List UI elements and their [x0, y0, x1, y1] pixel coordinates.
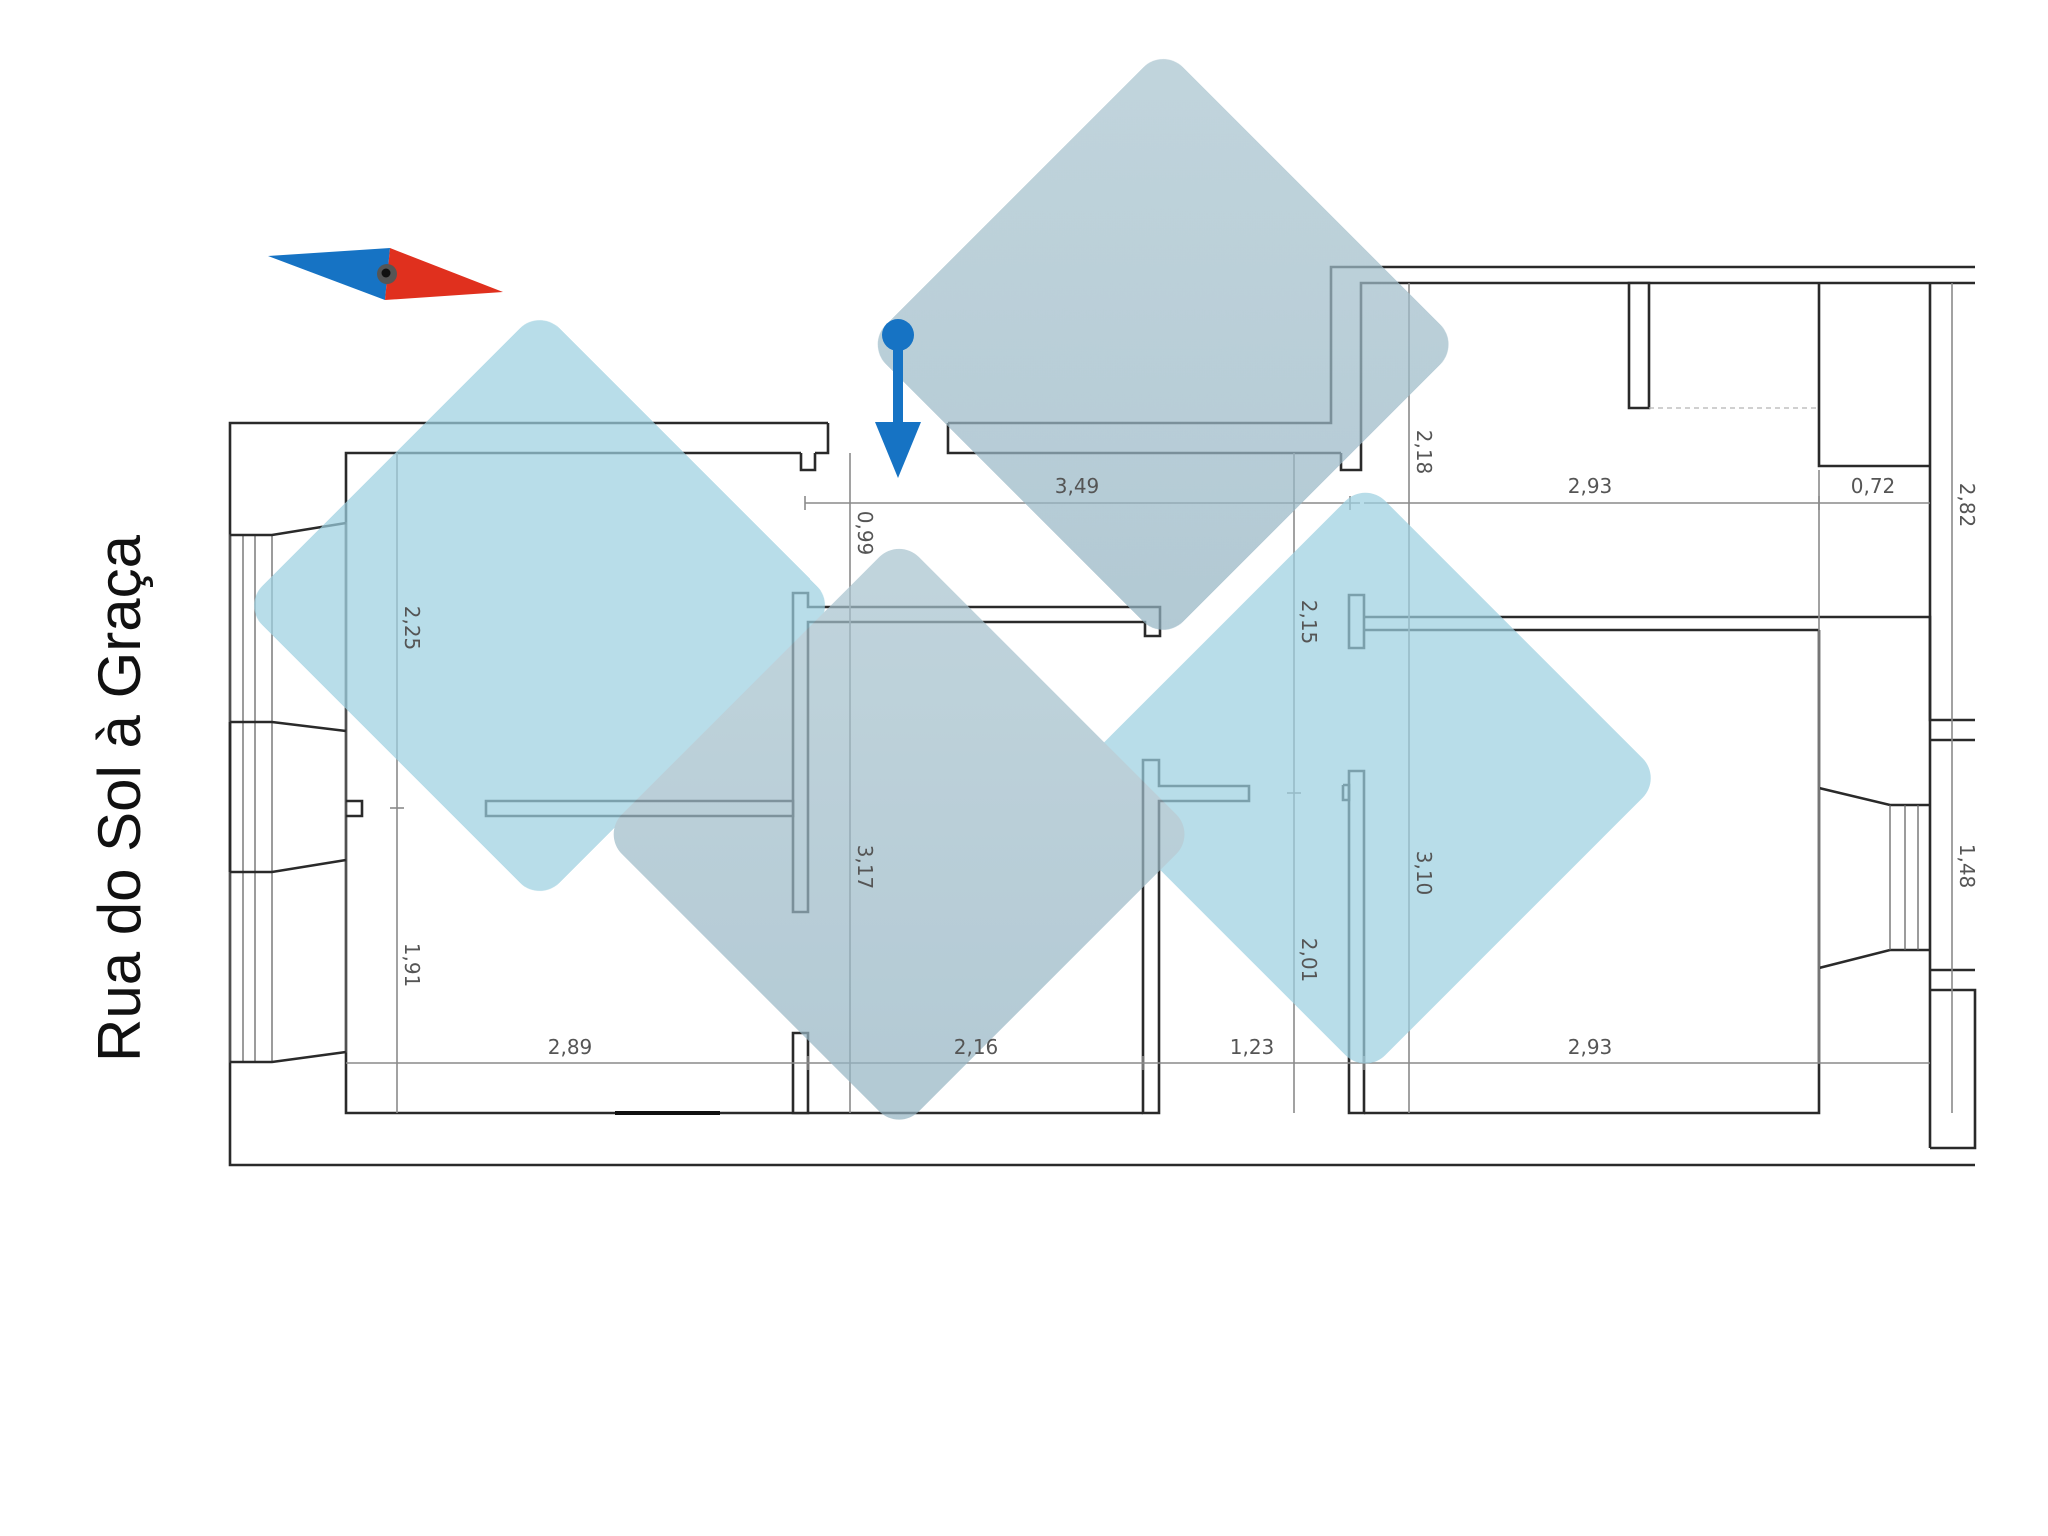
- dim-left-lower-height: 1,91: [400, 943, 424, 988]
- dim-right-room-height: 3,10: [1412, 851, 1436, 896]
- compass-needle-icon: [268, 248, 503, 300]
- dim-right-edge-bottom: 1,48: [1955, 844, 1979, 889]
- windows-left: [228, 521, 364, 1064]
- dim-bottom-center: 2,16: [954, 1035, 999, 1059]
- window-right: [1818, 786, 1930, 970]
- dim-right-top-room: 2,93: [1568, 474, 1613, 498]
- entrance-arrow-icon: [875, 319, 921, 478]
- dim-right-top-small: 0,72: [1851, 474, 1896, 498]
- street-label: Rua do Sol à Graça: [86, 534, 153, 1062]
- dim-bottom-bath: 1,23: [1230, 1035, 1275, 1059]
- dim-center-height: 3,17: [853, 845, 877, 890]
- dim-bath-height: 2,01: [1297, 938, 1321, 983]
- dim-left-upper-height: 2,25: [400, 606, 424, 651]
- brand-logo-watermark: [254, 59, 1651, 1120]
- dim-top-right-height: 2,18: [1412, 430, 1436, 475]
- dim-top-corridor: 3,49: [1055, 474, 1100, 498]
- dimension-labels: 3,49 2,93 0,72 2,89 2,16 1,23 2,93 2,25 …: [400, 430, 1979, 1059]
- dim-bottom-right: 2,93: [1568, 1035, 1613, 1059]
- dim-entry-depth: 0,99: [853, 511, 877, 556]
- dim-bottom-left: 2,89: [548, 1035, 593, 1059]
- dim-corridor-height: 2,15: [1297, 600, 1321, 645]
- dim-right-edge-top: 2,82: [1955, 483, 1979, 528]
